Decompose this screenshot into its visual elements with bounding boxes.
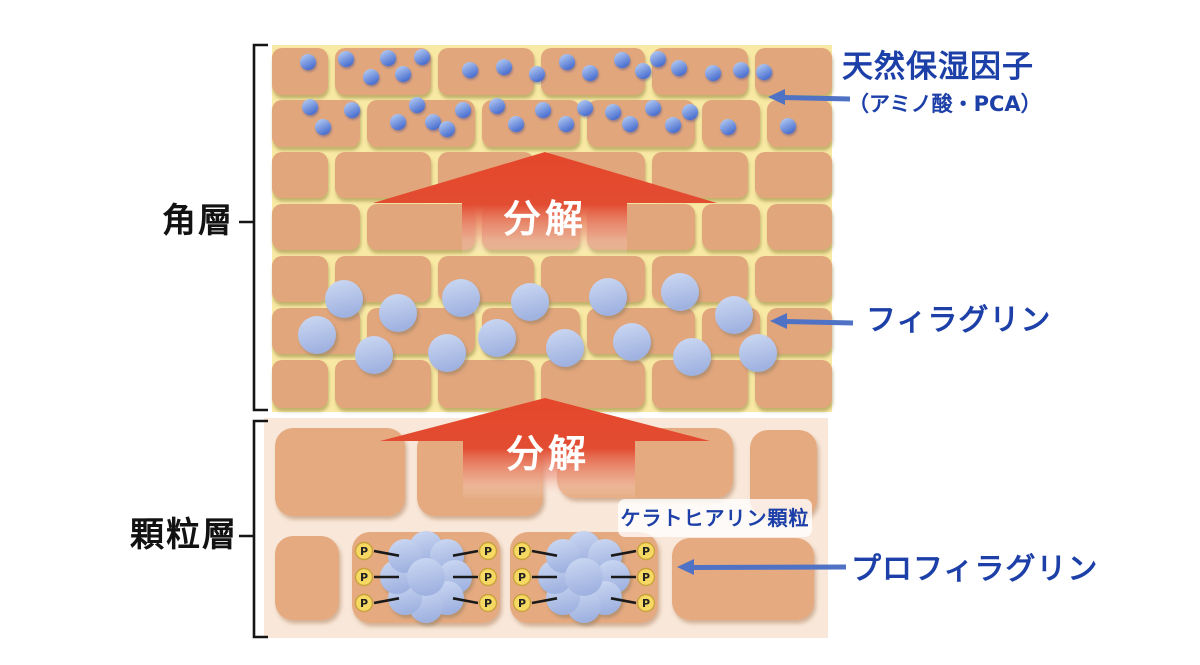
phosphate-label: P — [642, 545, 650, 558]
label-stratum-granulosum: 顆粒層 — [130, 515, 238, 555]
label-keratohyalin-granule: ケラトヒアリン顆粒 — [618, 499, 812, 537]
phosphate-groups: P P P P P P — [512, 541, 656, 613]
label-filaggrin: フィラグリン — [866, 303, 1052, 338]
label-profilaggrin: プロフィラグリン — [851, 552, 1099, 587]
label-nmf: 天然保湿因子 — [842, 49, 1034, 85]
nmf-arrow — [768, 89, 851, 105]
phosphate-label: P — [360, 597, 368, 610]
filaggrin-molecules — [298, 273, 777, 376]
phosphate-label: P — [484, 571, 492, 584]
phosphate-label: P — [642, 597, 650, 610]
phosphate-label: P — [642, 571, 650, 584]
phosphate-groups: P P P P P P — [354, 541, 498, 613]
phosphate-label: P — [518, 545, 526, 558]
label-decompose-bottom: 分解 — [505, 432, 590, 476]
label-nmf-sub: （アミノ酸・PCA） — [848, 92, 1042, 116]
phosphate-label: P — [360, 545, 368, 558]
layer-bracket-corneum — [239, 43, 268, 412]
phosphate-label: P — [360, 571, 368, 584]
phosphate-label: P — [484, 597, 492, 610]
phosphate-label: P — [484, 545, 492, 558]
decompose-arrow-bottom — [380, 398, 710, 499]
nmf-molecules — [300, 49, 796, 137]
decompose-arrow-top — [373, 152, 717, 257]
label-decompose-top: 分解 — [502, 197, 587, 241]
filaggrin-arrow — [770, 313, 854, 329]
phosphate-label: P — [518, 571, 526, 584]
label-stratum-corneum: 角層 — [162, 201, 234, 241]
layer-bracket-granulosum — [239, 419, 268, 639]
profilaggrin-arrow — [677, 559, 847, 575]
phosphate-label: P — [518, 597, 526, 610]
